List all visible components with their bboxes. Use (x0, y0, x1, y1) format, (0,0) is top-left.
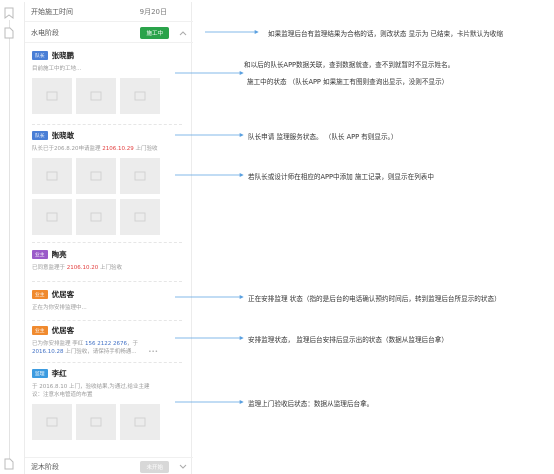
chevron-up-icon[interactable] (179, 30, 187, 36)
person-name: 李红 (51, 369, 67, 378)
divider (32, 362, 182, 363)
annotation-note: 安排监理状态， 监理后台安排后显示出的状态（数据从监理后台拿） (248, 336, 448, 344)
photo-thumbnail[interactable] (120, 404, 160, 440)
stage-header-plumbing[interactable]: 水电阶段 施工中 (25, 23, 193, 43)
stage-title: 泥木阶段 (31, 463, 59, 471)
status-badge: 未开始 (140, 461, 169, 473)
photo-thumbnail[interactable] (32, 199, 72, 235)
person-name: 张晓敢 (51, 131, 75, 140)
annotation-note: 队长申请 监理服务状态。 （队长 APP 有则显示。） (248, 133, 398, 141)
more-icon[interactable]: ••• (148, 349, 158, 355)
annotation-note: 若队长或设计师在相应的APP中添加 施工记录，则显示在列表中 (248, 173, 434, 181)
photo-thumbnail[interactable] (76, 199, 116, 235)
entry-desc: 已为你安排监理 李红 156 2122 2676，于 2016.10.28 上门… (32, 341, 158, 355)
status-badge: 施工中 (140, 26, 169, 39)
divider (32, 124, 182, 125)
photo-thumbnail[interactable] (32, 404, 72, 440)
divider (32, 320, 182, 321)
annotation-note: 如果监理后台有监理结果为合格的话，则改状态 显示为 已结束，卡片默认为收缩 (268, 30, 503, 38)
role-tag: 业主 (32, 290, 48, 299)
photo-thumbnail[interactable] (120, 158, 160, 194)
timeline-line (9, 20, 10, 465)
photo-thumbnail[interactable] (120, 78, 160, 114)
annotation-note: 和以后的队长APP数据关联，查到数据就查，查不到就暂时不显示姓名。 (244, 61, 455, 69)
annotation-note: 正在安排监理 状态（指的是后台的电话确认预约时间后，转到监理后台所显示的状态） (248, 295, 501, 303)
stage-header-carpentry[interactable]: 泥木阶段 未开始 (25, 457, 193, 474)
role-tag: 队长 (32, 51, 48, 60)
person-name: 优居客 (51, 290, 75, 299)
annotation-note: 施工中的状态 （队长APP 如果施工有图则查询出显示，没则不显示） (247, 78, 449, 86)
list-item[interactable]: 监理 李红 于 2016.8.10 上门，验收结果,为通过,给业主建 议：注意水… (32, 368, 182, 440)
start-date: 9月20日 (139, 7, 167, 16)
role-tag: 业主 (32, 326, 48, 335)
entry-desc: 正在为你安排监理中... (32, 305, 87, 311)
role-tag: 业主 (32, 250, 48, 259)
list-item[interactable]: 业主 优居客 正在为你安排监理中... (32, 289, 182, 312)
entry-desc: 队长已于206.8.20申请监理 2106.10.29 上门验收 (32, 146, 158, 152)
photo-thumbnail[interactable] (32, 78, 72, 114)
annotation-note: 监理上门验收后状态：数据从监理后台拿。 (248, 400, 374, 408)
divider (32, 242, 182, 243)
document-icon (4, 27, 14, 39)
role-tag: 监理 (32, 369, 48, 378)
construction-log-card: 开始施工时间 9月20日 水电阶段 施工中 队长 张晓鹏 目前施工中的工地… 队… (24, 2, 193, 474)
photo-thumbnail[interactable] (76, 78, 116, 114)
chevron-down-icon[interactable] (179, 464, 187, 470)
divider (32, 281, 182, 282)
entry-desc: 已同意监理于 2106.10.20 上门验收 (32, 265, 123, 271)
photo-thumbnail[interactable] (120, 199, 160, 235)
entry-desc: 目前施工中的工地… (32, 66, 82, 72)
stage-title: 水电阶段 (31, 28, 59, 37)
list-item[interactable]: 队长 张晓敢 队长已于206.8.20申请监理 2106.10.29 上门验收 (32, 130, 182, 235)
person-name: 优居客 (51, 326, 75, 335)
photo-thumbnail[interactable] (76, 158, 116, 194)
person-name: 张晓鹏 (51, 51, 75, 60)
list-item[interactable]: 队长 张晓鹏 目前施工中的工地… (32, 50, 182, 114)
role-tag: 队长 (32, 131, 48, 140)
bookmark-icon (4, 7, 14, 19)
list-item[interactable]: 业主 优居客 已为你安排监理 李红 156 2122 2676，于 2016.1… (32, 325, 182, 356)
photo-thumbnail[interactable] (76, 404, 116, 440)
start-time-row: 开始施工时间 9月20日 (25, 2, 193, 22)
start-time-label: 开始施工时间 (31, 7, 73, 16)
person-name: 陶亮 (51, 250, 67, 259)
list-item[interactable]: 业主 陶亮 已同意监理于 2106.10.20 上门验收 (32, 249, 182, 272)
document-icon (4, 458, 14, 470)
photo-thumbnail[interactable] (32, 158, 72, 194)
entry-desc: 于 2016.8.10 上门，验收结果,为通过,给业主建 议：注意水电管道的布置 (32, 384, 150, 398)
